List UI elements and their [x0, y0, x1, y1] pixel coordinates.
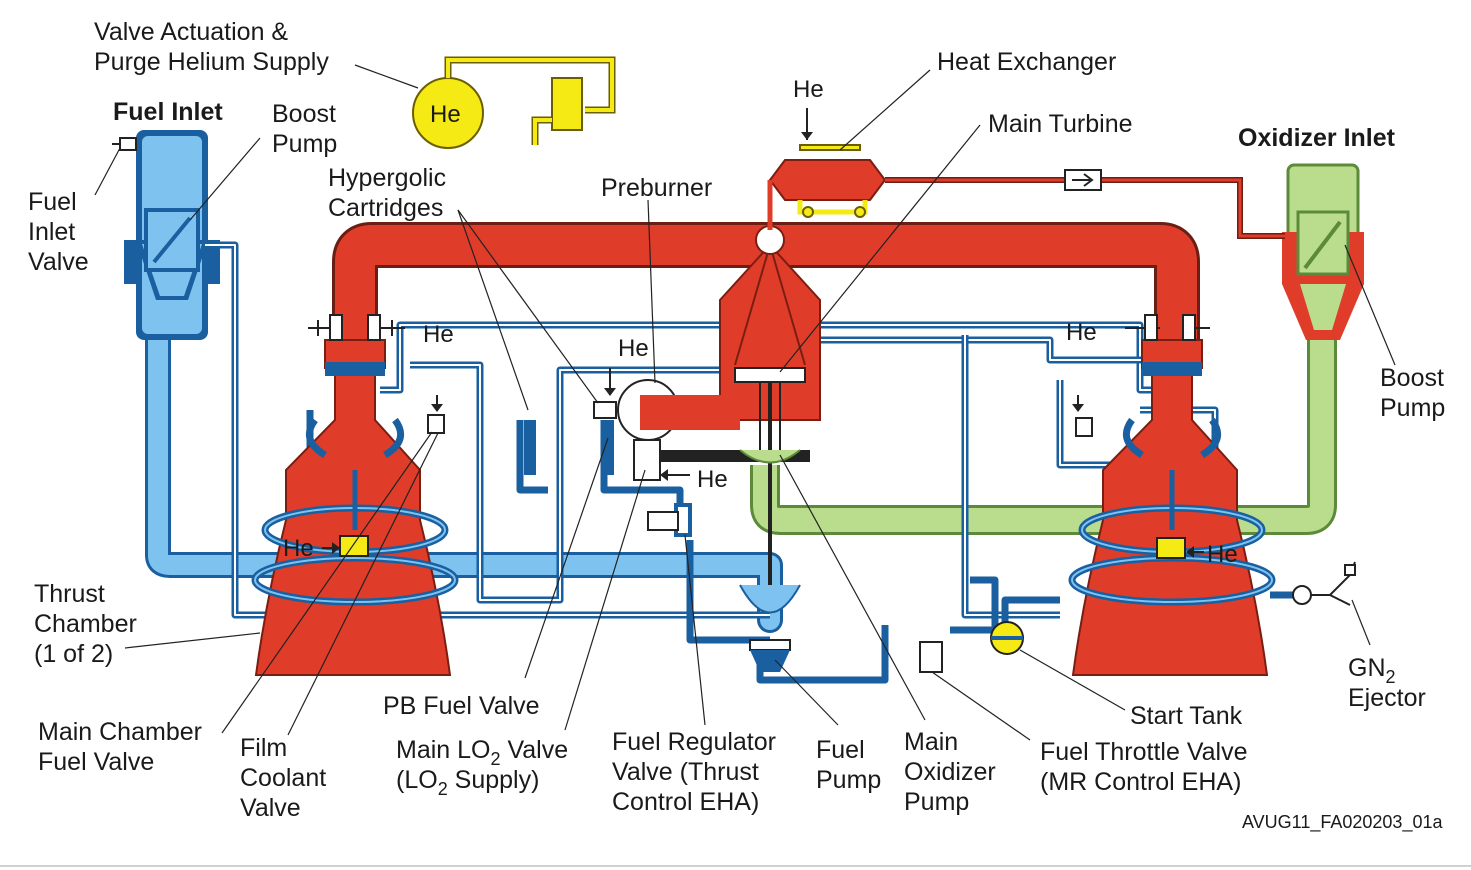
- label-fuel-regulator-2: Valve (Thrust: [612, 758, 759, 786]
- helium-purge-arrows: [322, 368, 1204, 558]
- label-gn2-ejector-1: GN2: [1348, 654, 1396, 687]
- label-main-oxidizer-pump-3: Pump: [904, 788, 969, 816]
- label-film-coolant-valve-3: Valve: [240, 794, 301, 822]
- label-fuel-pump-1: Fuel: [816, 736, 865, 764]
- label-hypergolic-2: Cartridges: [328, 194, 443, 222]
- fuel-feed-ducts: [145, 317, 783, 633]
- he-marker-left-valve: He: [423, 321, 454, 348]
- label-main-chamber-fuel-valve-2: Fuel Valve: [38, 748, 154, 776]
- label-start-tank: Start Tank: [1130, 702, 1243, 730]
- he-marker-right-valve: He: [1066, 319, 1097, 346]
- label-oxidizer-inlet: Oxidizer Inlet: [1238, 124, 1396, 152]
- label-film-coolant-valve-1: Film: [240, 734, 287, 762]
- helium-supply: [412, 56, 616, 149]
- labels: Valve Actuation & Purge Helium Supply He…: [28, 18, 1445, 833]
- thrust-chamber-left: [251, 314, 459, 676]
- oxidizer-ducts: [750, 330, 1337, 535]
- he-marker-heat-exchanger: He: [793, 76, 824, 103]
- label-main-oxidizer-pump-2: Oxidizer: [904, 758, 996, 786]
- label-fuel-inlet-valve-3: Valve: [28, 248, 89, 276]
- he-marker-right-chamber: He: [1207, 541, 1238, 568]
- label-gn2-ejector-2: Ejector: [1348, 684, 1426, 712]
- label-fuel-pump-2: Pump: [816, 766, 881, 794]
- label-main-turbine: Main Turbine: [988, 110, 1133, 138]
- label-valve-actuation-1: Valve Actuation &: [94, 18, 288, 46]
- label-main-lo2-valve-2: (LO2 Supply): [396, 766, 539, 799]
- turbopump-assembly: [617, 225, 821, 672]
- control-components: [427, 401, 1356, 673]
- label-film-coolant-valve-2: Coolant: [240, 764, 326, 792]
- label-main-chamber-fuel-valve-1: Main Chamber: [38, 718, 202, 746]
- label-fuel-inlet-valve-1: Fuel: [28, 188, 77, 216]
- label-fuel-throttle-valve-2: (MR Control EHA): [1040, 768, 1241, 796]
- label-heat-exchanger: Heat Exchanger: [937, 48, 1116, 76]
- thrust-chamber-right: [1068, 314, 1276, 676]
- label-boost-pump-left-2: Pump: [272, 130, 337, 158]
- label-main-oxidizer-pump-1: Main: [904, 728, 958, 756]
- label-hypergolic-1: Hypergolic: [328, 164, 446, 192]
- label-pb-fuel-valve: PB Fuel Valve: [383, 692, 540, 720]
- label-valve-actuation-2: Purge Helium Supply: [94, 48, 329, 76]
- label-fuel-throttle-valve-1: Fuel Throttle Valve: [1040, 738, 1248, 766]
- fuel-inlet-assembly: [112, 130, 220, 340]
- label-boost-pump-right-2: Pump: [1380, 394, 1445, 422]
- oxidizer-inlet-assembly: [1282, 163, 1364, 340]
- label-fuel-inlet-valve-2: Inlet: [28, 218, 75, 246]
- label-fuel-inlet: Fuel Inlet: [113, 98, 223, 126]
- he-marker-preburner: He: [618, 335, 649, 362]
- he-marker-left-chamber: He: [283, 535, 314, 562]
- label-thrust-chamber-1: Thrust: [34, 580, 105, 608]
- label-thrust-chamber-2: Chamber: [34, 610, 137, 638]
- he-marker-regulator: He: [697, 466, 728, 493]
- label-main-lo2-valve-1: Main LO2 Valve: [396, 736, 568, 769]
- label-boost-pump-right-1: Boost: [1380, 364, 1444, 392]
- label-fuel-regulator-3: Control EHA): [612, 788, 759, 816]
- figure-id: AVUG11_FA020203_01a: [1242, 812, 1443, 833]
- label-boost-pump-left-1: Boost: [272, 100, 336, 128]
- helium-tank-label: He: [430, 101, 461, 128]
- label-thrust-chamber-3: (1 of 2): [34, 640, 113, 668]
- heat-exchanger: [767, 108, 1285, 239]
- label-preburner: Preburner: [601, 174, 712, 202]
- leader-lines: [94, 64, 1396, 741]
- label-fuel-regulator-1: Fuel Regulator: [612, 728, 776, 756]
